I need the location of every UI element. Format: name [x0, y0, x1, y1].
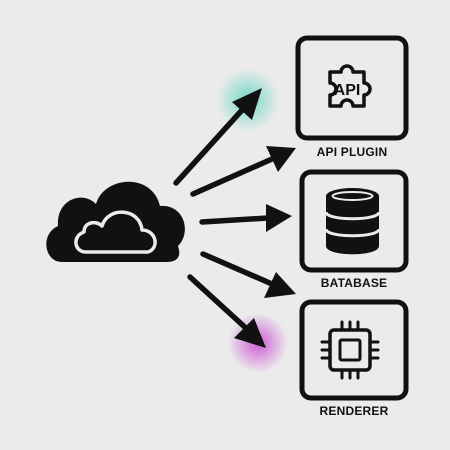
arrow-to-database-lower: [200, 251, 296, 298]
arrow-down-right: [187, 274, 266, 348]
arrow-up-right: [173, 88, 262, 186]
api-plugin-box: [295, 35, 409, 141]
api-plugin-label: API PLUGIN: [316, 145, 388, 159]
api-puzzle-icon: API: [328, 64, 372, 108]
database-label: BATABASE: [320, 276, 388, 290]
cpu-chip-icon: [320, 320, 380, 380]
database-icon: [324, 188, 381, 255]
api-icon-text: API: [334, 82, 361, 99]
cloud-icon: [46, 181, 185, 262]
renderer-box: [299, 299, 409, 401]
arrow-to-api-plugin: [190, 146, 296, 197]
arrow-to-database-upper: [199, 204, 292, 232]
renderer-label: RENDERER: [319, 404, 389, 418]
